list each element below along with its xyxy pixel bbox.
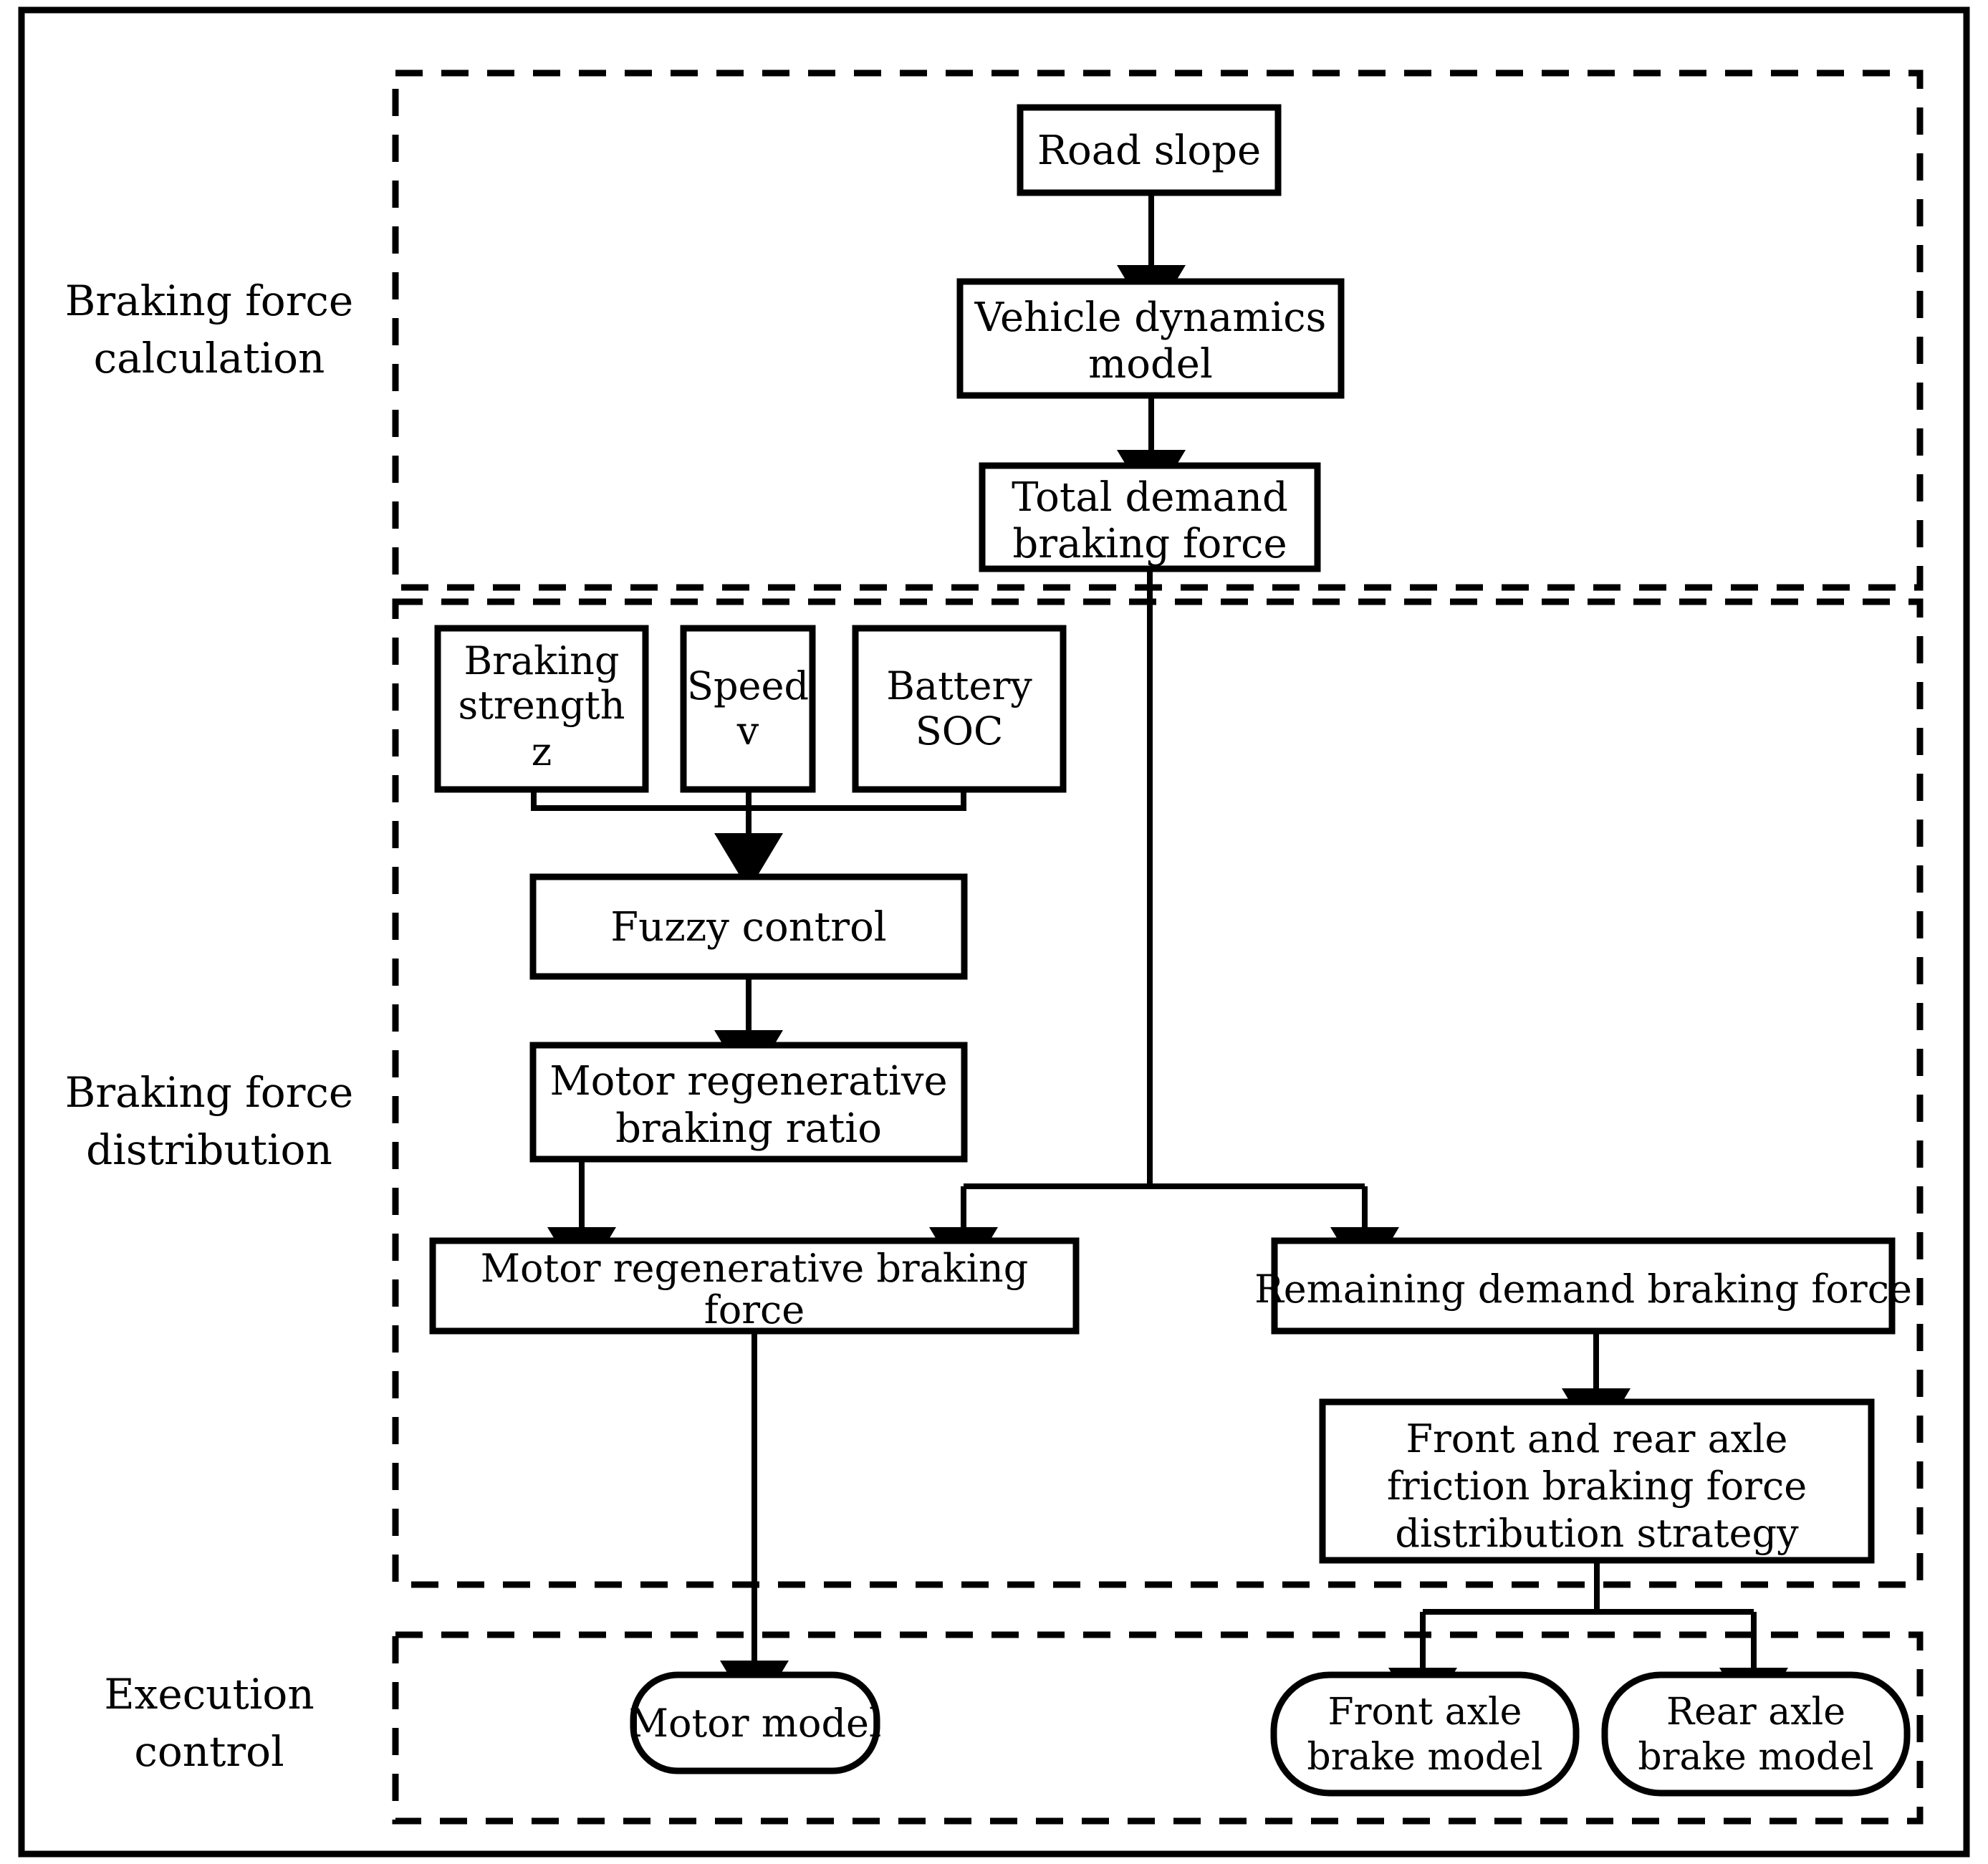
section-box-braking-force-calculation xyxy=(392,69,1924,591)
node-label-line2: braking force xyxy=(1012,521,1287,567)
edge-inputs-to-fuzzy-control xyxy=(531,789,966,890)
section-box-execution-control xyxy=(392,1631,1924,1825)
section-box-braking-force-distribution xyxy=(392,598,1924,1588)
node-label-line1: Rear axle xyxy=(1666,1691,1845,1734)
section-label-line2: calculation xyxy=(94,334,325,383)
node-label-line2: force xyxy=(704,1287,805,1332)
node-label-line2: strength xyxy=(458,683,625,728)
node-label-line3: z xyxy=(532,729,552,774)
node-fuzzy-control[interactable]: Fuzzy control xyxy=(529,873,968,980)
node-label-line3: distribution strategy xyxy=(1395,1511,1799,1556)
node-motor-model[interactable]: Motor model xyxy=(629,1671,882,1774)
section-label-line1: Braking force xyxy=(65,277,353,325)
section-label-line1: Braking force xyxy=(65,1068,353,1117)
section-label-execution-control: Execution control xyxy=(104,1670,314,1776)
node-label-line1: Motor regenerative braking xyxy=(481,1246,1029,1291)
section-label-braking-force-calculation: Braking force calculation xyxy=(65,277,353,383)
node-label-line2: brake model xyxy=(1307,1736,1542,1779)
node-label-line1: Front and rear axle xyxy=(1406,1416,1788,1461)
node-label-line1: Braking xyxy=(464,638,619,683)
section-label-line2: control xyxy=(134,1727,284,1776)
node-front-rear-axle-strategy[interactable]: Front and rear axle friction braking for… xyxy=(1319,1398,1875,1564)
node-speed[interactable]: Speed v xyxy=(680,625,816,793)
node-front-axle-brake-model[interactable]: Front axle brake model xyxy=(1270,1671,1580,1797)
node-label-line1: Battery xyxy=(886,663,1032,708)
node-label-line2: model xyxy=(1088,341,1213,388)
edge-total-demand-split xyxy=(929,569,1399,1284)
edge-axle-strategy-split xyxy=(1388,1560,1788,1725)
section-label-line2: distribution xyxy=(86,1125,332,1174)
node-label: Fuzzy control xyxy=(610,904,886,951)
node-label-line1: Motor regenerative xyxy=(549,1058,947,1105)
node-label-line2: braking ratio xyxy=(615,1105,882,1152)
node-remaining-demand-braking-force[interactable]: Remaining demand braking force xyxy=(1254,1237,1912,1335)
node-road-slope[interactable]: Road slope xyxy=(1017,104,1282,196)
node-label: Remaining demand braking force xyxy=(1254,1267,1912,1312)
node-label-line1: Speed xyxy=(687,663,809,708)
outer-frame xyxy=(18,6,1970,1858)
node-braking-strength[interactable]: Braking strength z xyxy=(434,625,649,793)
node-motor-regen-braking-force[interactable]: Motor regenerative braking force xyxy=(429,1237,1080,1335)
node-rear-axle-brake-model[interactable]: Rear axle brake model xyxy=(1601,1671,1911,1797)
node-label-line1: Front axle xyxy=(1328,1691,1522,1734)
node-label-line1: Vehicle dynamics xyxy=(974,294,1327,341)
section-label-braking-force-distribution: Braking force distribution xyxy=(65,1068,353,1174)
node-label-line2: friction braking force xyxy=(1387,1464,1807,1509)
node-label-line2: brake model xyxy=(1638,1736,1873,1779)
node-battery-soc[interactable]: Battery SOC xyxy=(852,625,1067,793)
node-vehicle-dynamics-model[interactable]: Vehicle dynamics model xyxy=(956,278,1345,399)
section-label-line1: Execution xyxy=(104,1670,314,1719)
node-label: Motor model xyxy=(629,1701,882,1746)
node-total-demand-braking-force[interactable]: Total demand braking force xyxy=(979,462,1321,572)
node-motor-regen-braking-ratio[interactable]: Motor regenerative braking ratio xyxy=(529,1042,968,1163)
node-label-line2: v xyxy=(736,708,759,754)
node-label: Road slope xyxy=(1037,128,1261,174)
node-label-line2: SOC xyxy=(916,708,1004,754)
node-label-line1: Total demand xyxy=(1012,474,1288,521)
